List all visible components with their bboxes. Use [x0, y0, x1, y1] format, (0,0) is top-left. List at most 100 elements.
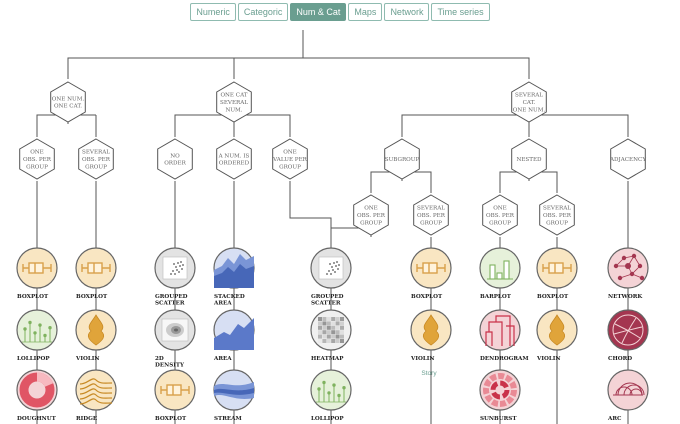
node-n32: NESTED: [511, 138, 547, 180]
node-label: NUM.: [225, 107, 242, 113]
node-label: GROUP: [26, 164, 48, 170]
node-label: GROUP: [360, 220, 382, 226]
node-hexagon: [482, 194, 518, 236]
tab-network[interactable]: Network: [384, 3, 430, 21]
node-label: OBS. PER: [486, 213, 515, 219]
node-hexagon: [610, 138, 646, 180]
icon-circle: [16, 309, 58, 351]
node-label: ONE: [364, 206, 378, 212]
chart-label: BOXPLOT: [76, 294, 108, 300]
chart-label: VIOLIN: [410, 356, 435, 362]
chart-network[interactable]: NETWORK: [607, 247, 649, 300]
chart-stream[interactable]: STREAM: [213, 369, 255, 422]
icon-circle: [607, 369, 649, 411]
icon-circle: [310, 369, 352, 411]
chart-label: LOLLIPOP: [17, 356, 50, 362]
chart-area[interactable]: AREA: [213, 309, 255, 362]
tab-maps[interactable]: Maps: [348, 3, 383, 21]
chart-sunburst[interactable]: SUNBURST: [479, 369, 521, 422]
chart-label: ARC: [607, 416, 622, 422]
node-label: SEVERAL: [543, 206, 571, 212]
node-hexagon: [50, 81, 86, 123]
tab-num-cat[interactable]: Num & Cat: [290, 3, 347, 21]
chart-label: AREA: [213, 300, 232, 306]
node-label: SEVERAL: [220, 100, 248, 106]
chart-boxplot[interactable]: BOXPLOT: [75, 247, 117, 300]
chart-boxplot[interactable]: BOXPLOT: [410, 247, 452, 300]
node-hexagon: [78, 138, 114, 180]
node-hexagon: [216, 81, 252, 123]
chart-boxplot[interactable]: BOXPLOT: [16, 247, 58, 300]
tab-categoric[interactable]: Categoric: [237, 3, 289, 21]
chart-violin[interactable]: VIOLIN: [75, 309, 117, 362]
node-label: GROUP: [489, 220, 511, 226]
story-link[interactable]: Story: [421, 370, 437, 377]
node-label: GROUP: [546, 220, 568, 226]
node-label: OBS. PER: [82, 157, 111, 163]
chart-doughnut[interactable]: DOUGHNUT: [16, 369, 58, 422]
tab-numeric[interactable]: Numeric: [190, 3, 236, 21]
chart-label: BARPLOT: [480, 294, 512, 300]
node-label: NO: [170, 153, 180, 159]
chart-ridge[interactable]: RIDGE: [75, 369, 117, 422]
node-label: SEVERAL: [515, 93, 543, 99]
chart-label: VIOLIN: [75, 356, 100, 362]
chart-boxplot[interactable]: BOXPLOT: [154, 369, 196, 422]
chart-chord[interactable]: CHORD: [607, 309, 649, 362]
chart-violin[interactable]: VIOLIN: [410, 309, 452, 362]
node-n33: ADJACENCY: [609, 138, 646, 180]
chart-arc[interactable]: ARC: [607, 369, 649, 422]
node-label: GROUP: [420, 220, 442, 226]
chart-lollipop[interactable]: LOLLIPOP: [310, 369, 352, 422]
node-label: ONE CAT.: [54, 104, 82, 110]
chart-label: SUNBURST: [480, 416, 517, 422]
node-hexagon: [216, 138, 252, 180]
chart-label: STACKED: [214, 294, 245, 300]
chart-lollipop[interactable]: LOLLIPOP: [16, 309, 58, 362]
chart-label: GROUPED: [311, 294, 344, 300]
node-label: GROUP: [85, 164, 107, 170]
chart-label: DENDROGRAM: [480, 356, 529, 362]
icon-circle: [310, 309, 352, 351]
node-hexagon: [384, 138, 420, 180]
tab-time-series[interactable]: Time series: [431, 3, 490, 21]
node-label: OBS. PER: [357, 213, 386, 219]
chart-label: NETWORK: [608, 294, 643, 300]
chart-label: LOLLIPOP: [311, 416, 344, 422]
chart-barplot[interactable]: BARPLOT: [479, 247, 521, 300]
chart-label: CHORD: [608, 356, 632, 362]
chart-label: HEATMAP: [311, 356, 344, 362]
chart-label: SCATTER: [155, 300, 185, 306]
node-label: A NUM. IS: [218, 153, 250, 159]
node-label: ONE: [493, 206, 507, 212]
chart-violin[interactable]: VIOLIN: [536, 309, 578, 362]
chart-boxplot[interactable]: BOXPLOT: [536, 247, 578, 300]
node-label: ONE CAT: [220, 93, 247, 99]
node-hexagon: [511, 81, 547, 123]
node-label: NESTED: [516, 157, 542, 163]
chart-label: SCATTER: [311, 300, 341, 306]
node-label: SUBGROUP: [385, 157, 420, 163]
node-label: OBS. PER: [543, 213, 572, 219]
node-n31: SUBGROUP: [384, 138, 420, 180]
chart-label: RIDGE: [76, 416, 97, 422]
node-label: OBS. PER: [23, 157, 52, 163]
node-label: CAT.: [523, 100, 536, 106]
chart-heatmap[interactable]: HEATMAP: [310, 309, 352, 362]
node-label: OBS. PER: [417, 213, 446, 219]
chart-label: BOXPLOT: [411, 294, 443, 300]
chart-label: GROUPED: [155, 294, 188, 300]
chart-label: BOXPLOT: [17, 294, 49, 300]
chart-dendrogram[interactable]: DENDROGRAM: [479, 309, 529, 362]
